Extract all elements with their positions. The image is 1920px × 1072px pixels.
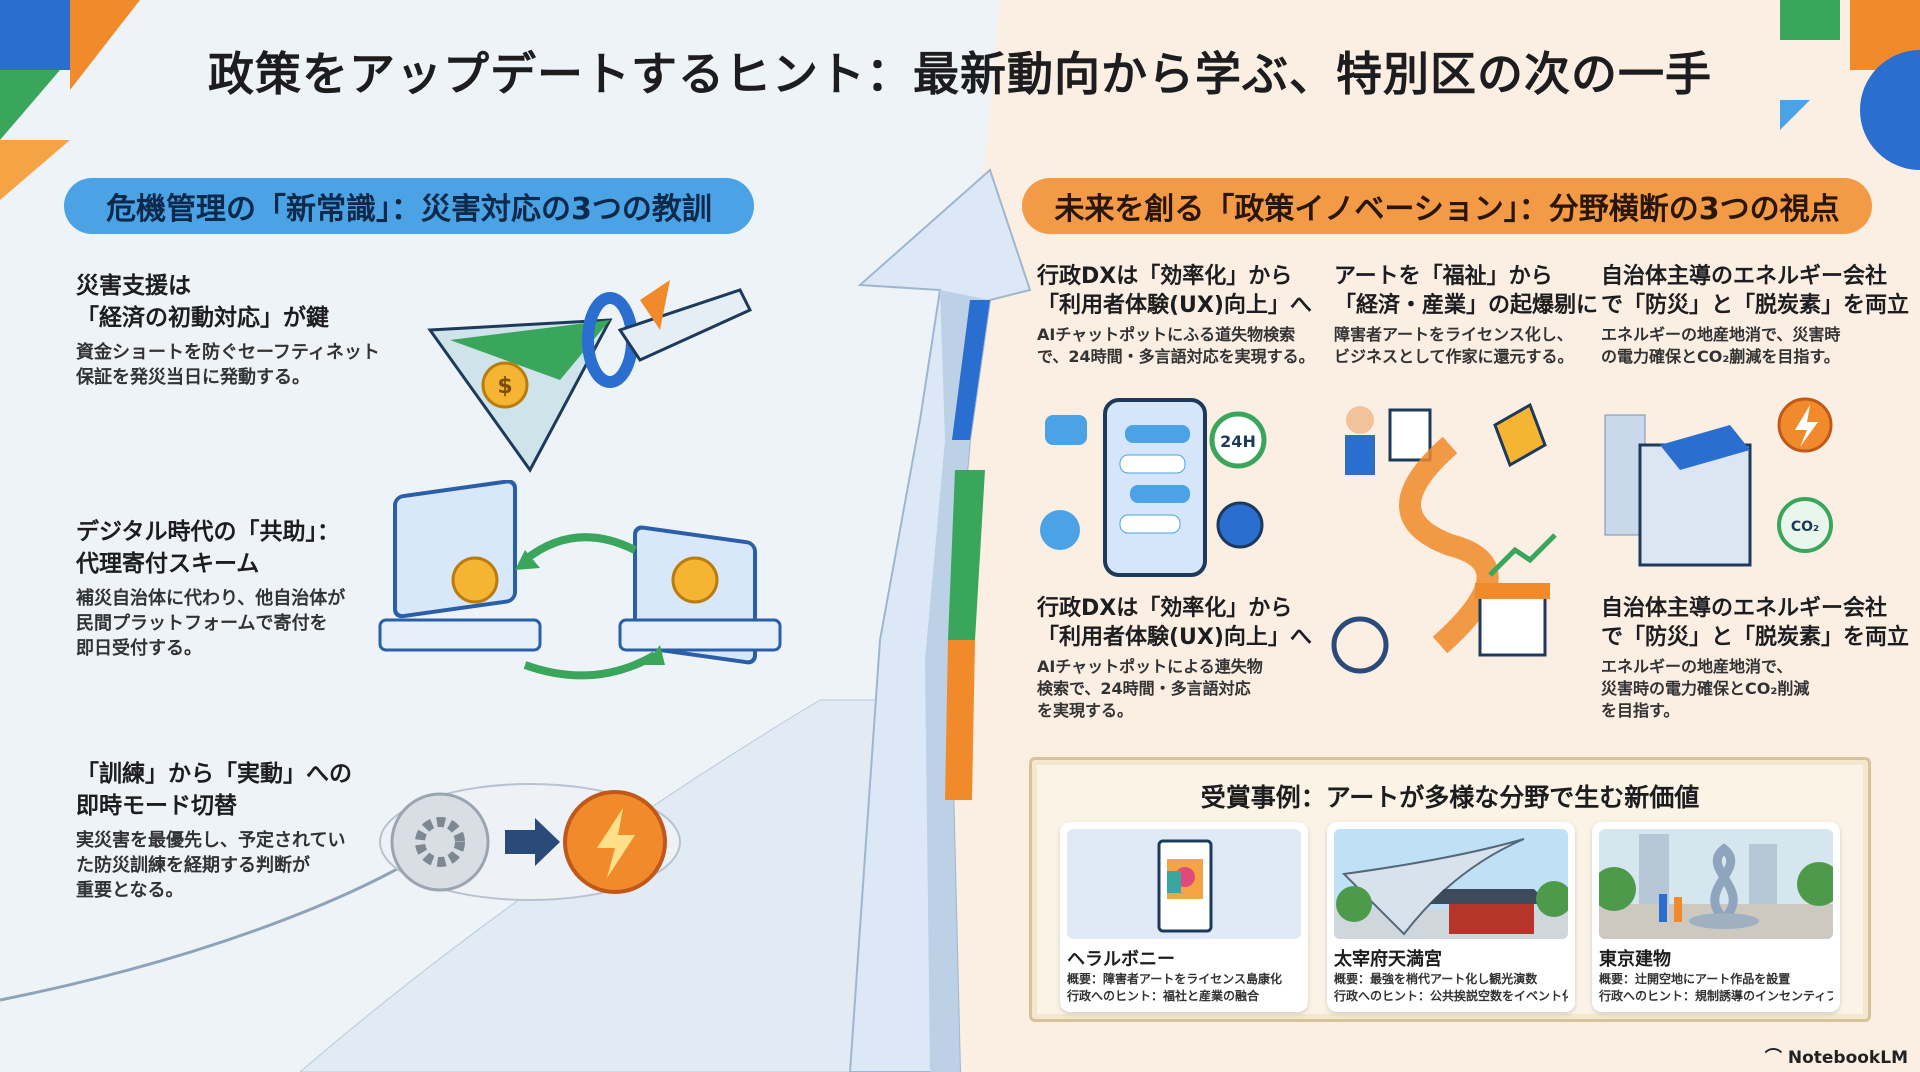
innovation-desc: エネルギーの地産地消で、 [1601, 657, 1793, 676]
award-cases-panel: 受賞事例：アートが多様な分野で生む新価値 ヘラルボニー 概要：障害者アートをライ… [1029, 757, 1871, 1022]
wheelchair-icon [1331, 616, 1389, 674]
award-card-summary: 概要：辻開空地にアート作品を設置 [1599, 972, 1791, 986]
lesson-item-donation: デジタル時代の「共助」： 代理寄付スキーム 補災自治体に代わり、他自治体が民間プラ… [76, 516, 345, 661]
energy-company-illustration: CO₂ [1604, 397, 1833, 567]
innovation-dx-detail: 行政DXは「効率化」から「利用者体験(UX)向上」へ AIチャットポットによる連… [1037, 594, 1312, 722]
lesson-desc: 資金ショートを防ぐセーフティネット [76, 342, 380, 363]
award-card-hint: 行政へのヒント：規制誘導のインセンティブに [1599, 989, 1833, 1003]
rocket-coin-illustration: $ [427, 280, 753, 473]
lesson-desc: 民間プラットフォームで寄付を [76, 613, 328, 634]
innovation-energy: 自治体主導のエネルギー会社で「防災」と「脱炭素」を両立 エネルギーの地産地消で、… [1601, 262, 1909, 368]
award-card-dazaifu: 太宰府天満宮 概要：最強を梢代アート化し観光演数 行政へのヒント：公共挨説空数を… [1327, 822, 1575, 1012]
artist-icon [1345, 435, 1375, 475]
easel-icon [1388, 408, 1432, 462]
award-card-title: ヘラルボニー [1067, 949, 1175, 970]
lesson-desc: 補災自治体に代わり、他自治体が [76, 588, 346, 609]
globe-icon [1216, 501, 1264, 549]
co2-label: CO₂ [1791, 519, 1819, 535]
innovation-title: 自治体主導のエネルギー会社 [1601, 264, 1888, 289]
brand-label: NotebookLM [1787, 1048, 1908, 1068]
innovation-desc: エネルギーの地産地消で、災害時 [1601, 325, 1841, 344]
award-card-title: 太宰府天満宮 [1334, 949, 1442, 970]
proxy-donation-illustration [378, 480, 782, 680]
svg-text:$: $ [497, 374, 512, 399]
lesson-desc: 実災害を最優先し、予定されてい [76, 830, 346, 851]
innovation-energy-detail: 自治体主導のエネルギー会社で「防災」と「脱炭素」を両立 エネルギーの地産地消で、… [1601, 594, 1909, 722]
innovation-title: 「経済・産業」の起爆剔に [1334, 293, 1599, 318]
lesson-item-economic: 災害支援は「経済の初動対応」が鍵 資金ショートを防ぐセーフティネット保証を発災当… [76, 270, 380, 390]
innovation-desc: 検索で、24時間・多言語対応 [1037, 679, 1251, 698]
co2-icon [1777, 497, 1833, 553]
award-card-tokyo-tatemono: 東京建物 概要：辻開空地にアート作品を設置 行政へのヒント：規制誘導のインセンテ… [1592, 822, 1840, 1012]
innovation-art: アートを「福祉」から「経済・産業」の起爆剔に 障害者アートをライセンス化し、ビジ… [1334, 262, 1598, 368]
public-art-image [1599, 829, 1833, 939]
growth-arrow [848, 168, 1032, 1072]
innovation-desc: 障害者アートをライセンス化し、 [1334, 325, 1573, 344]
innovation-title: 「利用者体験(UX)向上」へ [1037, 293, 1312, 318]
award-card-heralbony: ヘラルボニー 概要：障害者アートをライセンス島康化 行政へのヒント：福社と産業の… [1060, 822, 1308, 1012]
solar-panel-icon [1660, 425, 1750, 470]
award-card-title: 東京建物 [1599, 949, 1671, 970]
award-card-hint: 行政へのヒント：公共挨説空数をイベント化 [1334, 989, 1568, 1003]
shop-icon [1478, 593, 1547, 657]
arrow-right-icon [505, 818, 560, 866]
lesson-desc: た防災訓練を経期する判断が [76, 855, 310, 876]
innovation-title: 行政DXは「効率化」から [1037, 596, 1293, 621]
lesson-title: デジタル時代の「共助」： [76, 519, 341, 545]
chat-bubble-icon [1045, 415, 1087, 445]
gear-icon [390, 792, 490, 892]
corner-decoration-top-right [1780, 0, 1920, 170]
award-card-summary: 概要：障害者アートをライセンス島康化 [1067, 972, 1283, 986]
innovation-desc: ビジネスとして作家に還元する。 [1334, 347, 1574, 366]
award-card-summary: 概要：最強を梢代アート化し観光演数 [1334, 972, 1538, 986]
innovation-desc: AIチャットポットによる連失物 [1037, 657, 1263, 676]
award-card-hint: 行政へのヒント：福社と産業の融合 [1067, 989, 1260, 1003]
innovation-dx: 行政DXは「効率化」から「利用者体験(UX)向上」へ AIチャットポットにふる道… [1037, 262, 1315, 368]
innovation-desc: を実現する。 [1037, 701, 1134, 720]
lesson-item-mode-switch: 「訓練」から「実動」への即時モード切替 実災害を最優先し、予定されていた防災訓練… [76, 758, 352, 903]
lesson-title: 即時モード切替 [76, 793, 237, 819]
section-heading-crisis: 危機管理の「新常識」：災害対応の3つの教訓 [64, 178, 754, 234]
mode-switch-illustration [379, 783, 681, 901]
shrine-art-image [1334, 829, 1568, 939]
page-title: 政策をアップデートするヒント：最新動向から学ぶ、特別区の次の一手 [208, 47, 1712, 101]
clock-24h-icon [1209, 411, 1267, 469]
lesson-title: 「経済の初動対応」が鍵 [76, 305, 329, 331]
award-heading: 受賞事例：アートが多様な分野で生む新価値 [1200, 783, 1700, 812]
clock-label: 24H [1220, 432, 1256, 451]
lesson-title: 災害支援は [76, 273, 191, 299]
price-tag-icon [1493, 402, 1547, 468]
innovation-desc: 災害時の電力確保とCO₂削減 [1601, 679, 1810, 698]
innovation-desc: の電力確保とCO₂蒯減を目指す。 [1601, 347, 1840, 366]
innovation-title: 行政DXは「効率化」から [1037, 264, 1293, 289]
product-package-image [1067, 829, 1301, 939]
notebooklm-brand: ⌒ NotebookLM [1765, 1043, 1908, 1068]
language-icon [1040, 510, 1080, 550]
lesson-desc: 即日受付する。 [76, 638, 202, 659]
innovation-desc: AIチャットポットにふる道失物検索 [1037, 325, 1296, 344]
section-heading-innovation: 未来を創る「政策イノベーション」：分野横断の3つの視点 [1022, 178, 1872, 234]
lesson-title: 代理寄付スキーム [76, 551, 260, 577]
lesson-title: 「訓練」から「実動」への [76, 761, 352, 787]
innovation-title: 自治体主導のエネルギー会社 [1601, 596, 1888, 621]
corner-decoration-top-left [0, 0, 140, 200]
lesson-desc: 保証を発災当日に発動する。 [76, 367, 310, 388]
innovation-title: 「利用者体験(UX)向上」へ [1037, 625, 1312, 650]
innovation-title: で「防災」と「脱炭素」を両立 [1601, 293, 1910, 318]
innovation-title: アートを「福祉」から [1334, 264, 1553, 289]
innovation-title: で「防災」と「脱炭素」を両立 [1601, 625, 1910, 650]
notebooklm-logo-icon: ⌒ [1764, 1048, 1788, 1068]
innovation-desc: を目指す。 [1601, 701, 1680, 720]
lesson-desc: 重要となる。 [76, 880, 184, 901]
chatbot-phone-illustration: 24H [1040, 398, 1267, 577]
art-economy-illustration [1331, 402, 1557, 674]
innovation-desc: で、24時間・多言語対応を実現する。 [1037, 347, 1315, 366]
